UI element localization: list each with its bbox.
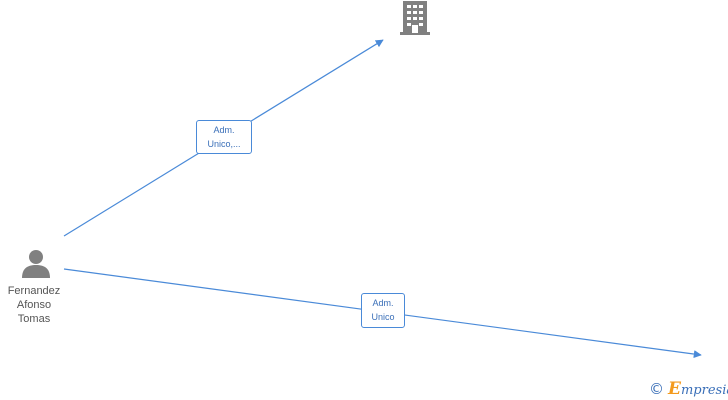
- edge-label-1-line-1: Adm.: [213, 125, 235, 135]
- brand-name: mpresia: [680, 383, 728, 398]
- brand-initial: E: [668, 379, 681, 399]
- edge-label-1[interactable]: Adm. Unico,...: [196, 120, 252, 154]
- person-name-line-1: Fernandez: [7, 285, 61, 297]
- copyright-icon: ©: [649, 380, 664, 398]
- person-name[interactable]: Fernandez Afonso Tomas: [0, 284, 68, 326]
- person-node[interactable]: [21, 249, 51, 279]
- edge-label-2-line-2: Unico: [371, 312, 395, 322]
- edge-label-1-line-2: Unico,...: [207, 139, 241, 149]
- person-icon: [22, 250, 50, 278]
- brand-logo: Empresia: [668, 379, 728, 399]
- building-icon: [400, 1, 430, 35]
- company-node[interactable]: [399, 1, 431, 35]
- person-name-line-3: Tomas: [17, 313, 51, 325]
- person-name-line-2: Afonso: [16, 299, 52, 311]
- edge-label-2[interactable]: Adm. Unico: [361, 293, 405, 328]
- edge-label-2-line-1: Adm.: [372, 298, 394, 308]
- watermark: © Empresia: [649, 378, 728, 400]
